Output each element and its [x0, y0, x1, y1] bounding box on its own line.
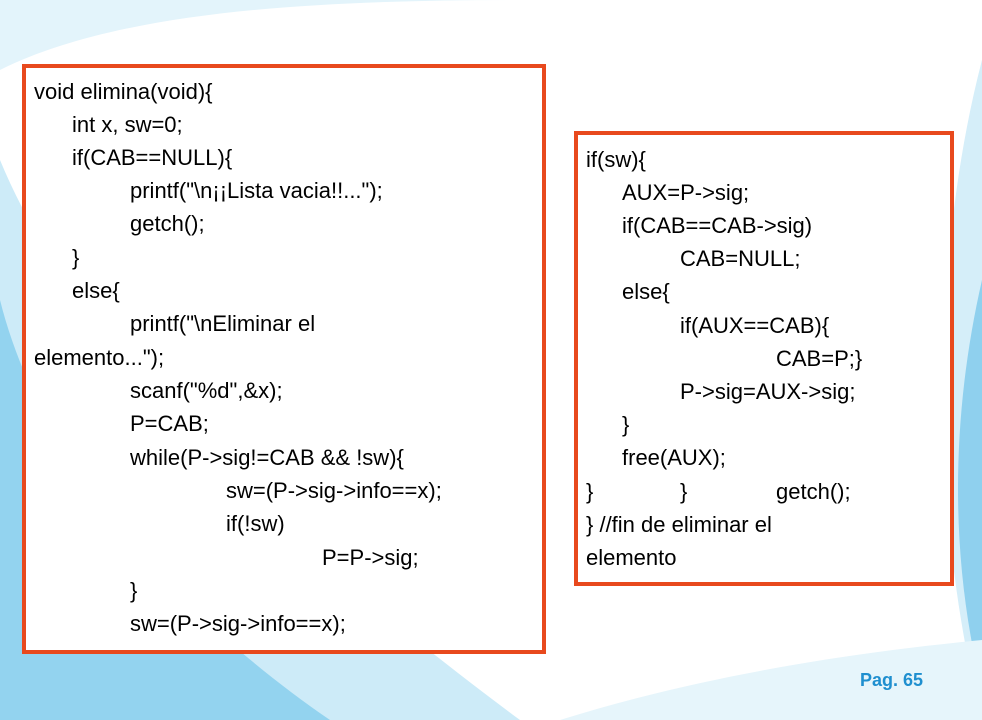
- code-line-8: P->sig=AUX->sig;: [680, 379, 856, 404]
- code-line-16: }: [130, 578, 138, 603]
- code-line-10: free(AUX);: [622, 445, 726, 470]
- code-line-4: printf("\n¡¡Lista vacia!!...");: [130, 178, 383, 203]
- code-line-3: if(CAB==CAB->sig): [622, 213, 813, 238]
- top-wave-decoration: [0, 0, 520, 70]
- code-line-10: scanf("%d",&x);: [130, 378, 283, 403]
- code-line-3: if(CAB==NULL){: [72, 145, 233, 170]
- code-line-13: elemento: [586, 545, 677, 570]
- code-line-6: }: [72, 245, 80, 270]
- code-line-6: if(AUX==CAB){: [680, 313, 830, 338]
- code-line-17: sw=(P->sig->info==x);: [130, 611, 346, 636]
- code-line-7: CAB=P;}: [776, 346, 863, 371]
- code-line-5: else{: [622, 279, 670, 304]
- code-line-11-brace-a: }: [586, 479, 594, 504]
- code-line-12: while(P->sig!=CAB && !sw){: [130, 445, 404, 470]
- code-line-2: AUX=P->sig;: [622, 180, 750, 205]
- code-line-4: CAB=NULL;: [680, 246, 801, 271]
- bottom-wave-decoration: [560, 640, 982, 720]
- code-line-9: elemento...");: [34, 345, 165, 370]
- left-code-panel: void elimina(void){ int x, sw=0; if(CAB=…: [22, 64, 546, 654]
- right-code-panel: if(sw){ AUX=P->sig; if(CAB==CAB->sig) CA…: [574, 131, 954, 586]
- code-line-7: else{: [72, 278, 120, 303]
- code-line-11: P=CAB;: [130, 411, 209, 436]
- code-line-5: getch();: [130, 211, 205, 236]
- code-line-11-getch: getch();: [776, 479, 851, 504]
- page-number: Pag. 65: [860, 670, 924, 690]
- code-line-2: int x, sw=0;: [72, 112, 183, 137]
- code-line-12: } //fin de eliminar el: [586, 512, 772, 537]
- code-line-15: P=P->sig;: [322, 545, 419, 570]
- code-line-9: }: [622, 412, 630, 437]
- right-wave-decoration-dark: [958, 280, 982, 690]
- code-line-11-brace-b: }: [680, 479, 688, 504]
- code-line-13: sw=(P->sig->info==x);: [226, 478, 442, 503]
- code-line-1: void elimina(void){: [34, 79, 213, 104]
- code-line-14: if(!sw): [226, 511, 285, 536]
- code-line-1: if(sw){: [586, 147, 646, 172]
- code-line-8: printf("\nEliminar el: [130, 311, 316, 336]
